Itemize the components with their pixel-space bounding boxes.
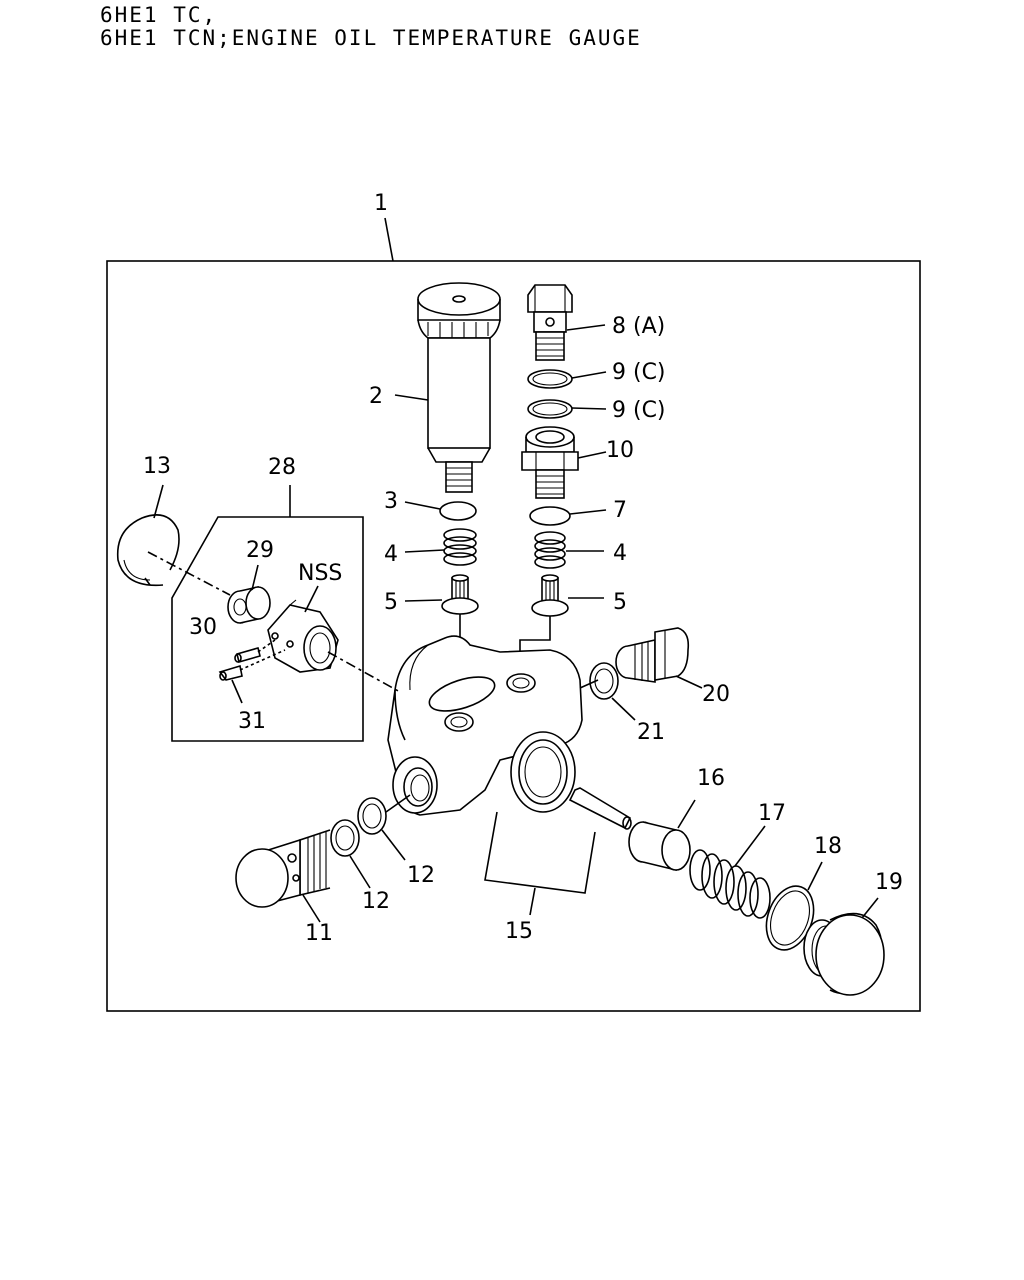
leader-21-to-body	[579, 679, 599, 689]
part-19-cap	[803, 912, 885, 996]
leader-9-lower	[571, 407, 607, 410]
part-2-priming-pump	[417, 282, 501, 493]
callout-18: 18	[814, 834, 842, 859]
callout-9-lower: 9 (C)	[612, 398, 666, 423]
leader-29	[251, 564, 259, 591]
leader-5-right-to-body	[519, 616, 551, 660]
sub-assembly-28-frame	[171, 516, 364, 742]
leader-2	[394, 394, 429, 401]
callout-12-lower: 12	[362, 889, 390, 914]
assembly-frame	[106, 260, 921, 1012]
leader-nss	[304, 585, 319, 613]
callout-8: 8 (A)	[612, 314, 665, 339]
part-17-spring	[689, 849, 771, 919]
axis-31	[239, 649, 286, 671]
leader-10	[577, 451, 607, 459]
leader-31	[231, 679, 243, 704]
part-5-valve-right	[531, 574, 569, 617]
leader-7	[569, 509, 607, 515]
leader-4-left	[404, 549, 445, 553]
axis-13-to-29	[147, 551, 231, 596]
diagram-header: 6HE1 TC, 6HE1 TCN;ENGINE OIL TEMPERATURE…	[100, 4, 642, 50]
part-3-o-ring	[439, 501, 477, 521]
leader-8	[566, 324, 606, 331]
callout-20: 20	[702, 682, 730, 707]
callout-29: 29	[246, 538, 274, 563]
callout-21: 21	[637, 720, 665, 745]
callout-11: 11	[305, 921, 333, 946]
part-31-pin	[218, 664, 243, 681]
pump-body	[387, 635, 583, 816]
callout-16: 16	[697, 766, 725, 791]
leader-12-right	[381, 829, 406, 861]
leader-9-upper	[571, 371, 607, 379]
callout-28: 28	[268, 455, 296, 480]
leader-17	[734, 825, 766, 867]
part-21-washer	[589, 662, 619, 700]
axis-nss-to-body	[327, 651, 401, 693]
callout-nss: NSS	[298, 561, 342, 586]
callout-7: 7	[613, 498, 627, 523]
part-9-washer-upper	[527, 369, 573, 389]
callout-1: 1	[374, 191, 388, 216]
part-9-washer-lower	[527, 399, 573, 419]
leader-15	[529, 887, 536, 916]
bracket-15	[484, 811, 596, 894]
part-5-valve-left	[441, 574, 479, 615]
callout-9-upper: 9 (C)	[612, 360, 666, 385]
leader-20	[675, 675, 703, 689]
part-16-sleeve	[628, 821, 691, 872]
callout-19: 19	[875, 870, 903, 895]
leader-12-to-port	[385, 794, 411, 813]
callout-2: 2	[369, 384, 383, 409]
part-4-spring-right	[534, 531, 566, 569]
part-15-pin	[568, 787, 632, 830]
part-29-roller	[227, 586, 271, 624]
leader-19	[861, 897, 879, 919]
part-7-o-ring	[529, 506, 571, 526]
callout-12-upper: 12	[407, 863, 435, 888]
part-30-pin	[234, 647, 261, 663]
callout-5-right: 5	[613, 590, 627, 615]
part-10-adapter	[521, 426, 579, 499]
callout-5-left: 5	[384, 590, 398, 615]
leader-18	[807, 861, 823, 891]
callout-10: 10	[606, 438, 634, 463]
part-12-washer-right	[357, 797, 387, 835]
part-8-eye-bolt	[527, 284, 573, 361]
callout-13: 13	[143, 454, 171, 479]
leader-3	[404, 501, 441, 510]
header-model-line: 6HE1 TC,	[100, 3, 218, 27]
callout-17: 17	[758, 801, 786, 826]
leader-21	[611, 697, 636, 721]
callout-4-right: 4	[613, 541, 627, 566]
callout-30: 30	[189, 615, 217, 640]
leader-12-left	[349, 855, 371, 889]
part-20-plug	[615, 627, 690, 683]
leader-13	[153, 484, 164, 519]
callout-4-left: 4	[384, 542, 398, 567]
part-12-washer-left	[330, 819, 360, 857]
callout-31: 31	[238, 709, 266, 734]
callout-3: 3	[384, 489, 398, 514]
nss-housing	[267, 599, 339, 673]
part-11-banjo-bolt	[235, 829, 331, 908]
part-4-spring-left	[443, 528, 477, 566]
leader-1	[384, 217, 394, 262]
leader-16	[677, 799, 696, 829]
part-13-snap-ring	[116, 514, 180, 587]
callout-15: 15	[505, 919, 533, 944]
leader-11	[302, 894, 321, 923]
leader-5-left	[404, 599, 443, 602]
header-title-line: 6HE1 TCN;ENGINE OIL TEMPERATURE GAUGE	[100, 26, 642, 50]
